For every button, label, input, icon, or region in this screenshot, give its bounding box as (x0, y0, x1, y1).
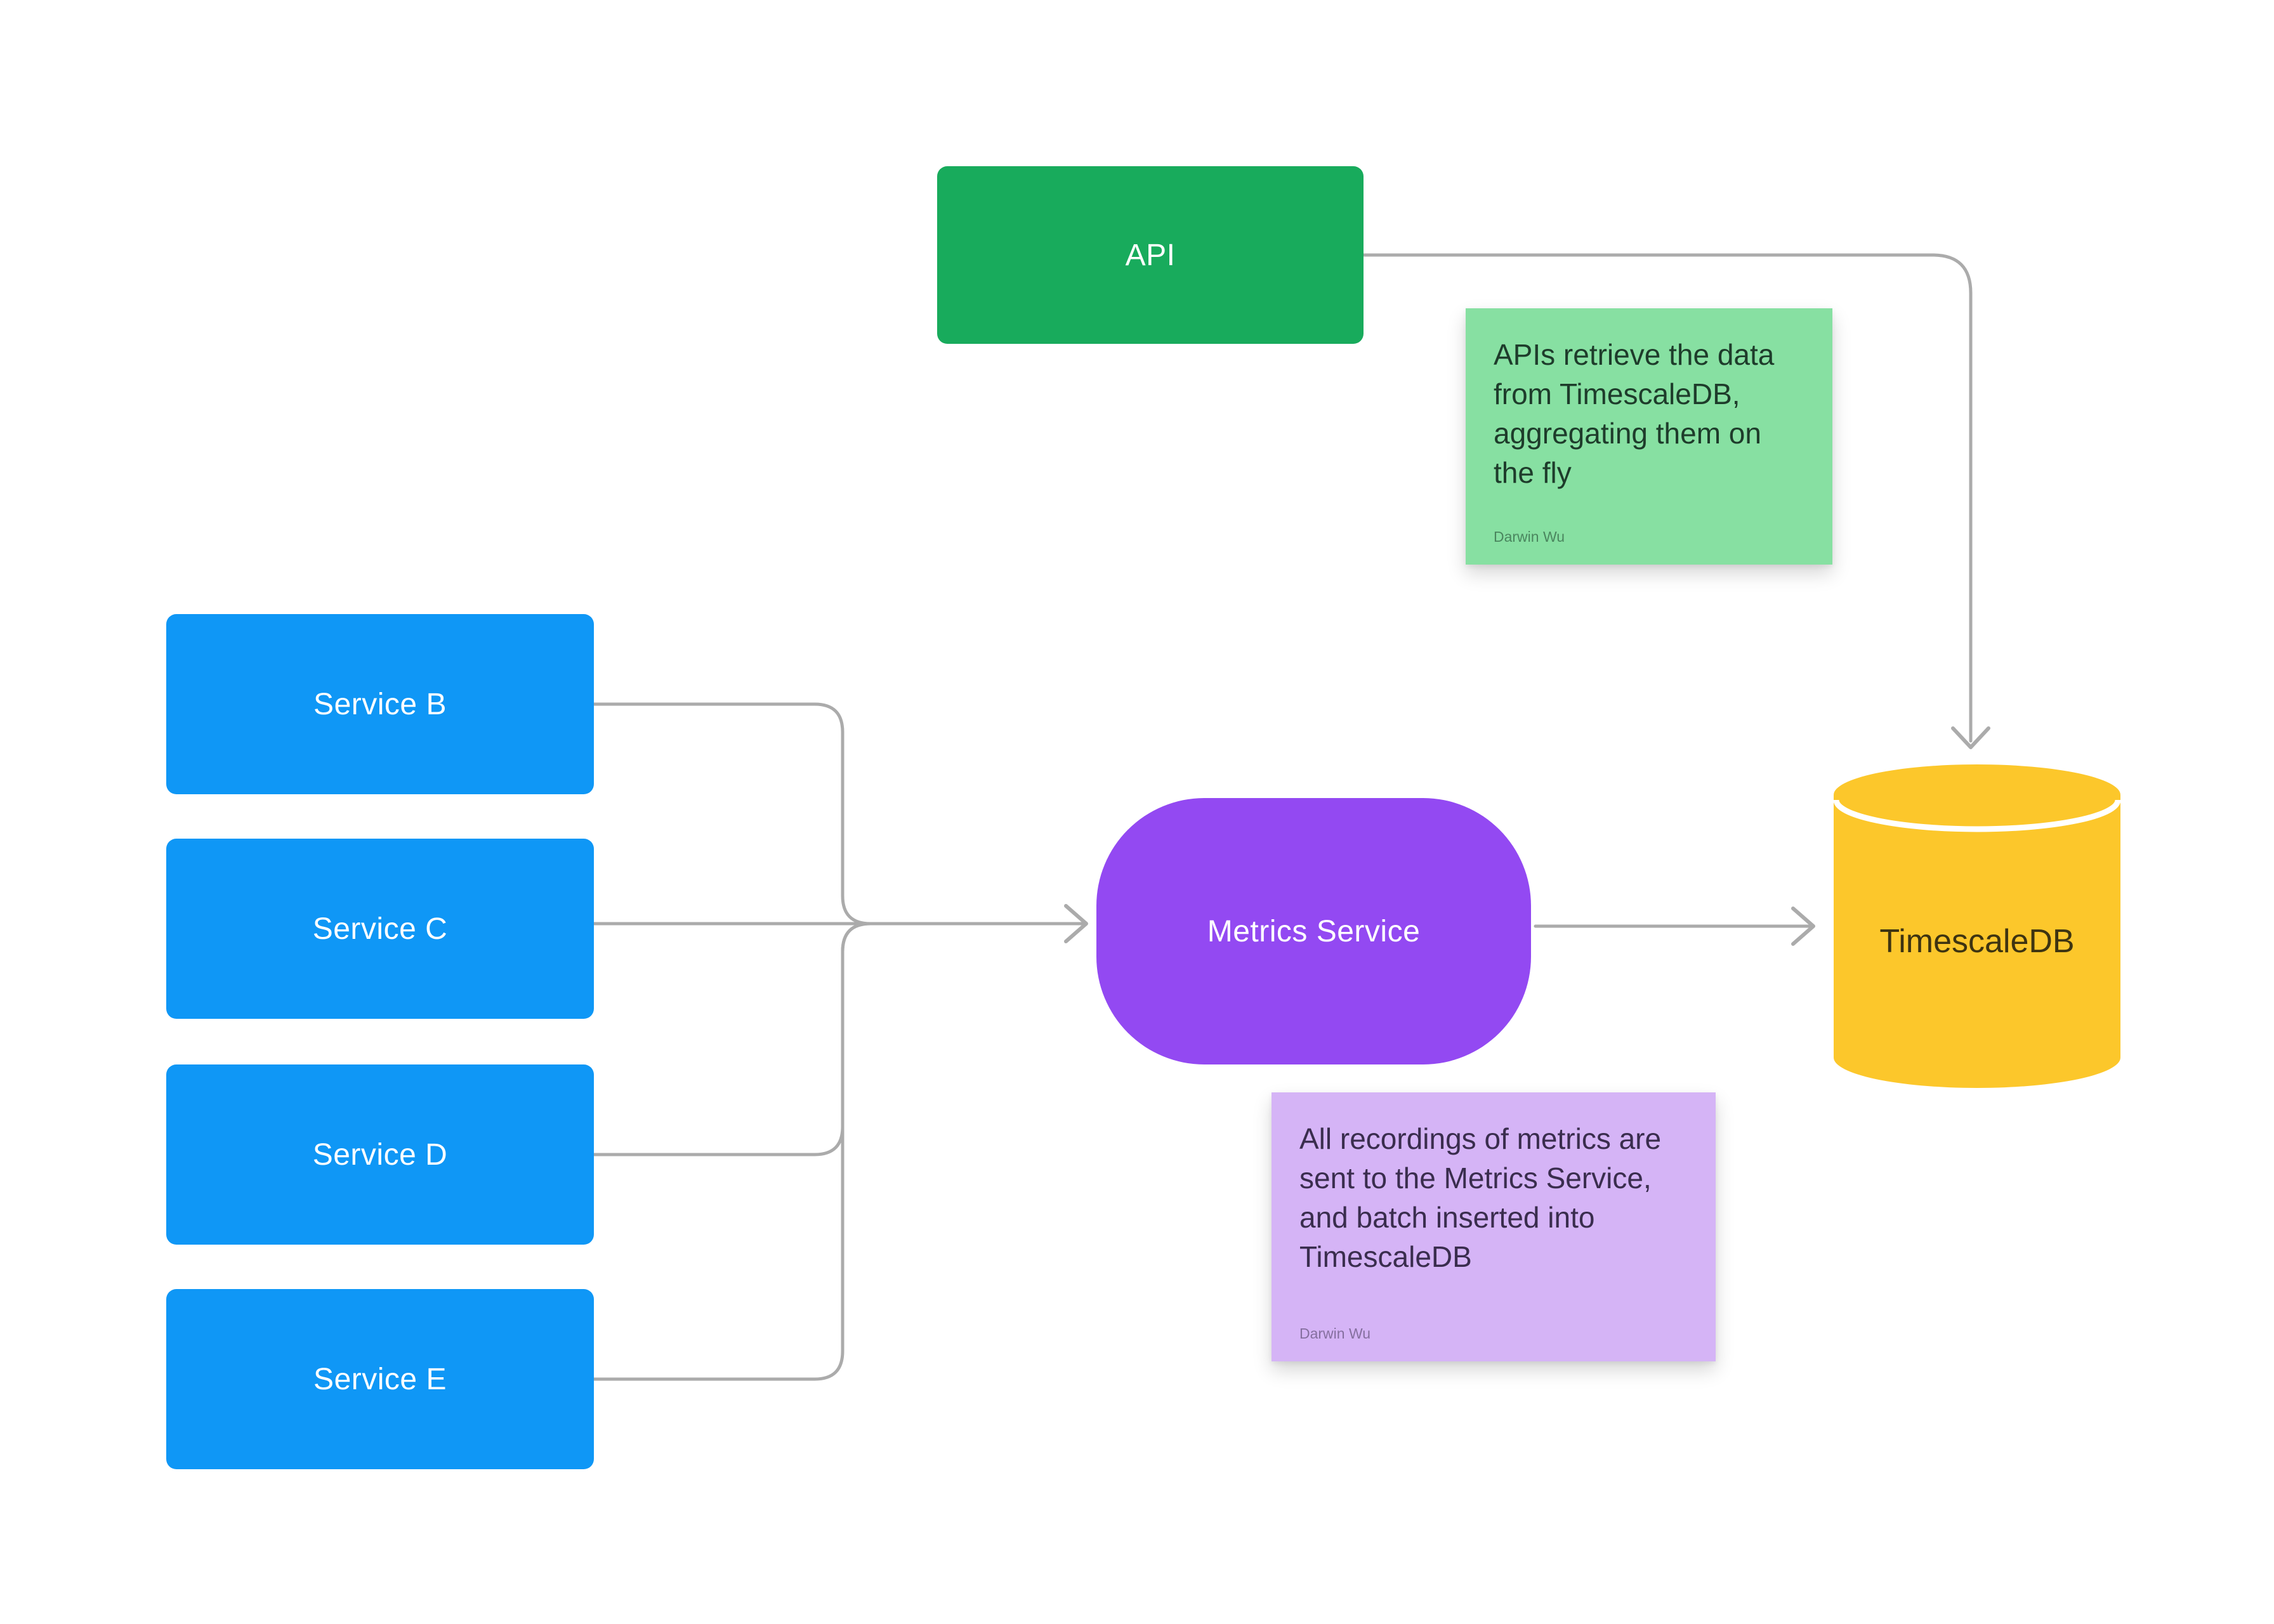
node-service-c[interactable]: Service C (166, 839, 594, 1019)
node-metrics-service[interactable]: Metrics Service (1096, 798, 1531, 1064)
arrowhead-to-db-icon (1791, 907, 1815, 946)
arrowhead-to-metrics-icon (1064, 904, 1088, 943)
node-timescaledb-label: TimescaleDB (1879, 923, 2075, 960)
arrowhead-api-to-db-icon (1951, 726, 1990, 749)
connector-service-e[interactable] (592, 922, 872, 1381)
sticky-note-api-author: Darwin Wu (1494, 528, 1565, 545)
node-service-b-label: Service B (313, 687, 447, 721)
node-metrics-service-label: Metrics Service (1207, 914, 1421, 948)
node-api-label: API (1125, 238, 1176, 272)
node-service-b[interactable]: Service B (166, 614, 594, 794)
connector-api-to-db[interactable] (1362, 253, 1973, 743)
sticky-note-api[interactable]: APIs retrieve the data from TimescaleDB,… (1466, 308, 1832, 565)
database-cylinder-icon (1833, 764, 2121, 1088)
connector-service-b[interactable] (592, 702, 872, 926)
connector-service-d[interactable] (592, 922, 872, 1156)
node-service-e[interactable]: Service E (166, 1289, 594, 1469)
node-api[interactable]: API (937, 166, 1364, 344)
node-service-e-label: Service E (313, 1362, 447, 1396)
node-service-d[interactable]: Service D (166, 1064, 594, 1245)
sticky-note-metrics-author: Darwin Wu (1299, 1325, 1371, 1342)
sticky-note-metrics[interactable]: All recordings of metrics are sent to th… (1272, 1092, 1716, 1361)
node-timescaledb[interactable]: TimescaleDB (1833, 764, 2121, 1088)
sticky-note-api-text: APIs retrieve the data from TimescaleDB,… (1494, 338, 1775, 489)
node-service-c-label: Service C (312, 912, 448, 946)
sticky-note-metrics-text: All recordings of metrics are sent to th… (1299, 1122, 1662, 1273)
node-service-d-label: Service D (312, 1137, 448, 1172)
